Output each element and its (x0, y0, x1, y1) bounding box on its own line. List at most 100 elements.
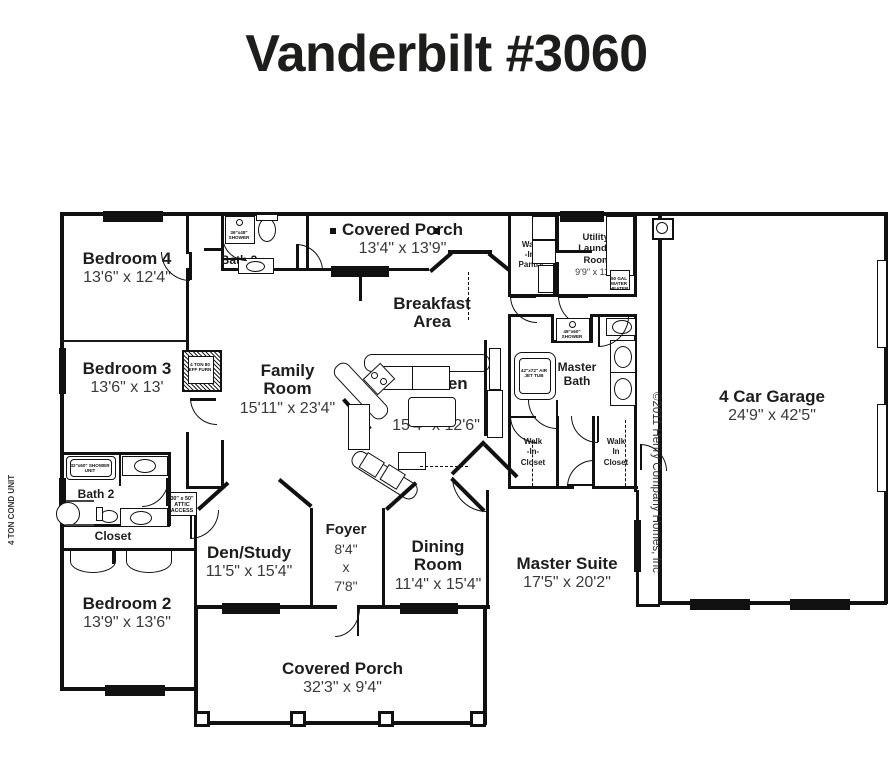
room-label-foyer: Foyer 8'4" x 7'8" (306, 521, 386, 595)
utility-sink (538, 265, 554, 293)
washer (532, 216, 556, 240)
wall-utility-bottom (556, 294, 636, 297)
wall-wicL-right (556, 416, 559, 488)
dashed-ceiling-line-2 (420, 466, 468, 467)
room-label-closet: Closet (68, 530, 158, 543)
porch-column-2 (290, 711, 306, 727)
wall-bath2-top (60, 452, 170, 455)
foyer-dim-1: 8'4" (334, 540, 358, 557)
den-study-dimensions: 11'5" x 15'4" (205, 563, 293, 581)
wall-dining-left (382, 508, 385, 608)
kitchen-table (408, 397, 456, 427)
garage-access-icon (656, 222, 668, 234)
wall-den-diag-right (277, 477, 313, 508)
family-room-name-2: Room (263, 379, 312, 399)
tall-cabinet (487, 390, 503, 438)
wall-bed3-right-lower (186, 432, 189, 486)
exterior-wall-garage-bottom (658, 601, 887, 605)
wall-wicL-bottom (508, 486, 560, 489)
porch-column-4 (470, 711, 486, 727)
foyer-dim-3: 7'8" (334, 577, 358, 594)
porch-column-3 (378, 711, 394, 727)
toilet-tank-bath2 (96, 507, 103, 521)
page-title: Vanderbilt #3060 (245, 25, 648, 83)
wall-wicR-left (592, 416, 595, 488)
master-suite-name: Master Suite (516, 554, 618, 573)
wall-bed2-right (194, 548, 197, 608)
wall-frontporch-bottom (194, 721, 487, 725)
wall-hall-bath2-top (186, 486, 224, 489)
garage-name: 4 Car Garage (719, 387, 825, 406)
wall-porch-bay-diag-1 (429, 251, 453, 274)
wall-family-breakfast-divider (359, 271, 362, 301)
showerhead-bath3-icon (236, 219, 243, 226)
kitchen-base-cabinet (398, 452, 426, 470)
wall-bath3-right (306, 212, 309, 270)
window-den-study (222, 603, 280, 614)
wall-frontporch-left (194, 605, 198, 725)
wicR-name-3: Closet (603, 457, 629, 467)
furnace-label: 4 TON 80 EFF FURN (188, 362, 212, 373)
condenser-unit-icon (56, 502, 80, 526)
refrigerator (348, 404, 370, 450)
front-porch-name: Covered Porch (282, 659, 403, 678)
breakfast-name-2: Area (413, 312, 451, 332)
shower-master (556, 318, 590, 342)
wall-master-entry-diag-right (483, 443, 519, 479)
oven-wall-unit (489, 348, 501, 390)
wall-bed4-right-lower (186, 268, 189, 342)
wall-masterbath-left-upper (508, 316, 511, 356)
tub-bath2-inner (70, 459, 112, 477)
attic-access-box (169, 492, 197, 516)
toilet-tank-bath3 (256, 214, 278, 221)
wall-bed4-right-upper (186, 212, 189, 254)
breakfast-name-1: Breakfast (393, 294, 471, 313)
family-room-dimensions: 15'11" x 23'4" (239, 399, 336, 417)
wall-pantry-left (508, 212, 511, 296)
dashed-ceiling-line-1 (468, 272, 469, 320)
bedroom2-name: Bedroom 2 (82, 594, 172, 613)
sink-master-2 (614, 346, 632, 368)
dining-name-1: Dining (411, 537, 465, 556)
garage-door-1 (690, 599, 750, 610)
room-label-front-porch: Covered Porch 32'3" x 9'4" (255, 659, 430, 697)
wicL-name-3: Closet (520, 457, 546, 467)
front-porch-dimensions: 32'3" x 9'4" (303, 679, 382, 697)
wall-masterbath-top-left (508, 314, 554, 317)
exterior-wall-top-left (60, 212, 512, 216)
wall-foyer-threshold-right (357, 605, 383, 609)
wall-masterbath-shower-left (551, 314, 554, 342)
wall-garage-bottom-connector (636, 604, 660, 608)
room-label-bath2: Bath 2 (66, 488, 126, 501)
water-heater (610, 270, 630, 290)
wall-pantry-bottom (508, 294, 556, 297)
condenser-unit-label: 4 TON COND UNIT (7, 474, 16, 545)
room-label-garage: 4 Car Garage 24'9" x 42'5" (660, 387, 884, 425)
wall-utility-interior (556, 250, 592, 253)
window-bath2 (59, 478, 66, 508)
attic-access-label: 30" x 50" ATTIC ACCESS (170, 496, 194, 515)
wall-utility-right (634, 212, 637, 297)
exterior-wall-left (60, 212, 64, 690)
furnace-inner (188, 356, 214, 384)
wall-wc-bottom-left (560, 486, 574, 489)
window-dining (400, 603, 458, 614)
foyer-dim-2: x (342, 559, 350, 576)
bedroom3-name: Bedroom 3 (82, 359, 172, 378)
shelf-line-wicR (625, 420, 626, 486)
dining-dimensions: 11'4" x 15'4" (394, 575, 482, 593)
garage-window-right-1 (877, 260, 887, 348)
window-utility (560, 211, 604, 222)
wall-hall-right (221, 440, 224, 489)
den-study-name: Den/Study (206, 543, 292, 562)
wall-wicR-bottom (592, 486, 638, 489)
toilet-bath3 (258, 218, 276, 242)
wall-porch-bay-diag-2 (487, 252, 511, 272)
bath2-name: Bath 2 (77, 487, 115, 501)
wall-porch-bay-top (448, 250, 492, 254)
dining-name-2: Room (413, 555, 463, 575)
bedroom2-dimensions: 13'9" x 13'6" (83, 614, 171, 632)
room-label-bedroom3: Bedroom 3 13'6" x 13' (52, 359, 202, 397)
dryer (532, 240, 556, 264)
exterior-wall-top-right (508, 212, 888, 216)
